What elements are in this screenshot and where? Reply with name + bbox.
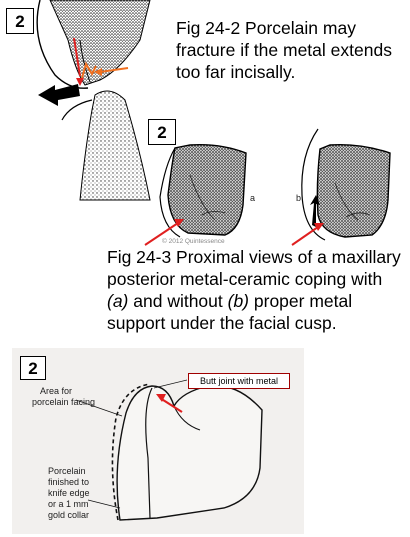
figure-24-3: a b 2 <box>140 115 405 250</box>
label-porcelain-line5: gold collar <box>48 510 89 520</box>
figure-24-2-illustration <box>36 0 151 201</box>
figure-24-3-caption: Fig 24-3 Proximal views of a maxillary p… <box>107 246 407 334</box>
copyright-watermark: © 2012 Quintessence <box>162 238 225 245</box>
caption-text: and without <box>128 291 228 311</box>
caption-text: Fig 24-3 Proximal views of a maxillary p… <box>107 247 401 289</box>
figure-number-badge: 2 <box>20 356 46 380</box>
figure-number-badge: 2 <box>148 119 176 145</box>
red-arrow-icon <box>73 37 81 77</box>
label-porcelain-line2: finished to <box>48 477 89 487</box>
figure-24-3-illustration: a b <box>144 128 391 246</box>
label-a: a <box>250 193 255 203</box>
label-porcelain-line1: Porcelain <box>48 466 86 476</box>
figure-number-badge: 2 <box>6 8 34 34</box>
black-arrow-icon <box>38 84 80 106</box>
butt-joint-label: Butt joint with metal <box>188 373 290 389</box>
butt-joint-illustration: Area for porcelain facing Porcelain fini… <box>32 379 263 521</box>
caption-text: proper metal support under the facial cu… <box>107 291 353 333</box>
figure-butt-joint: Area for porcelain facing Porcelain fini… <box>12 348 304 534</box>
red-arrow-icon <box>291 226 319 246</box>
red-arrow-icon <box>159 397 183 413</box>
caption-b-marker: (b) <box>227 291 250 311</box>
label-area-line1: Area for <box>40 386 72 396</box>
orange-zigzag-icon <box>81 61 97 79</box>
caption-a-marker: (a) <box>107 291 129 311</box>
label-porcelain-line3: knife edge <box>48 488 90 498</box>
label-b: b <box>296 193 301 203</box>
label-area-line2: porcelain facing <box>32 397 95 407</box>
red-arrow-icon <box>144 222 179 246</box>
figure-24-2-caption: Fig 24-2 Porcelain may fracture if the m… <box>176 18 392 82</box>
label-porcelain-line4: or a 1 mm <box>48 499 89 509</box>
orange-arrow-icon <box>99 67 129 73</box>
figure-24-2: 2 <box>0 0 175 201</box>
black-arrow-icon <box>310 195 320 227</box>
